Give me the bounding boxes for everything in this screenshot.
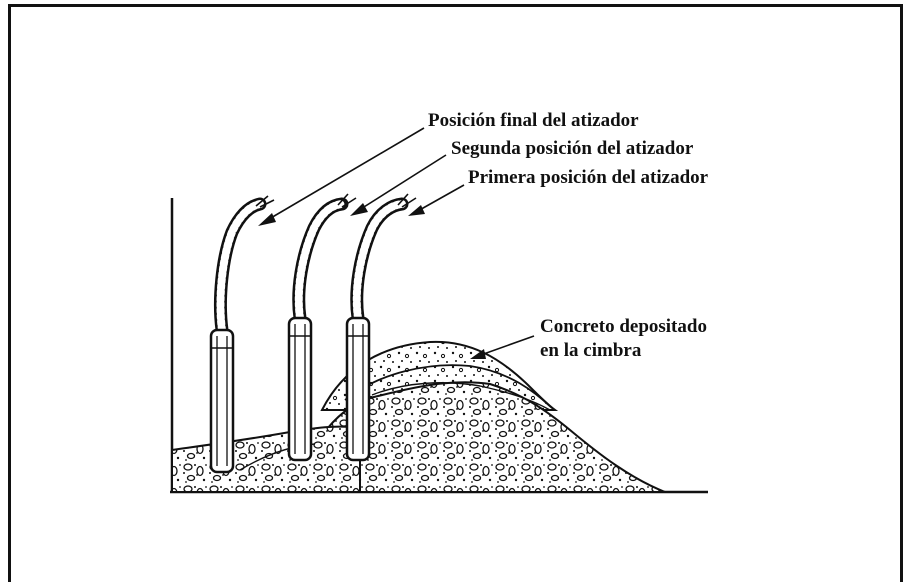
label-second-position: Segunda posición del atizador [451,138,694,159]
vibrator-first-head [345,316,371,462]
vibrator-second-position [287,193,357,462]
label-first-position: Primera posición del atizador [468,167,709,188]
vibrator-final-head [209,328,235,474]
concrete-layer-left [171,425,361,493]
leader-second [350,154,447,216]
figure-frame [8,4,903,582]
label-concrete-line2: en la cimbra [540,340,642,361]
leader-concrete [470,335,535,359]
concrete-mound [298,381,666,493]
leader-first [408,184,465,216]
vibrator-second-head [287,316,313,462]
leader-final [258,127,425,226]
concrete-surface-line-1 [344,364,553,409]
concrete-surface-line-2 [371,382,551,411]
label-final-position: Posición final del atizador [428,110,639,131]
vibrator-first-position [345,193,417,462]
label-concrete-line1: Concreto depositado [540,316,707,337]
vibrator-final-position [209,195,275,474]
